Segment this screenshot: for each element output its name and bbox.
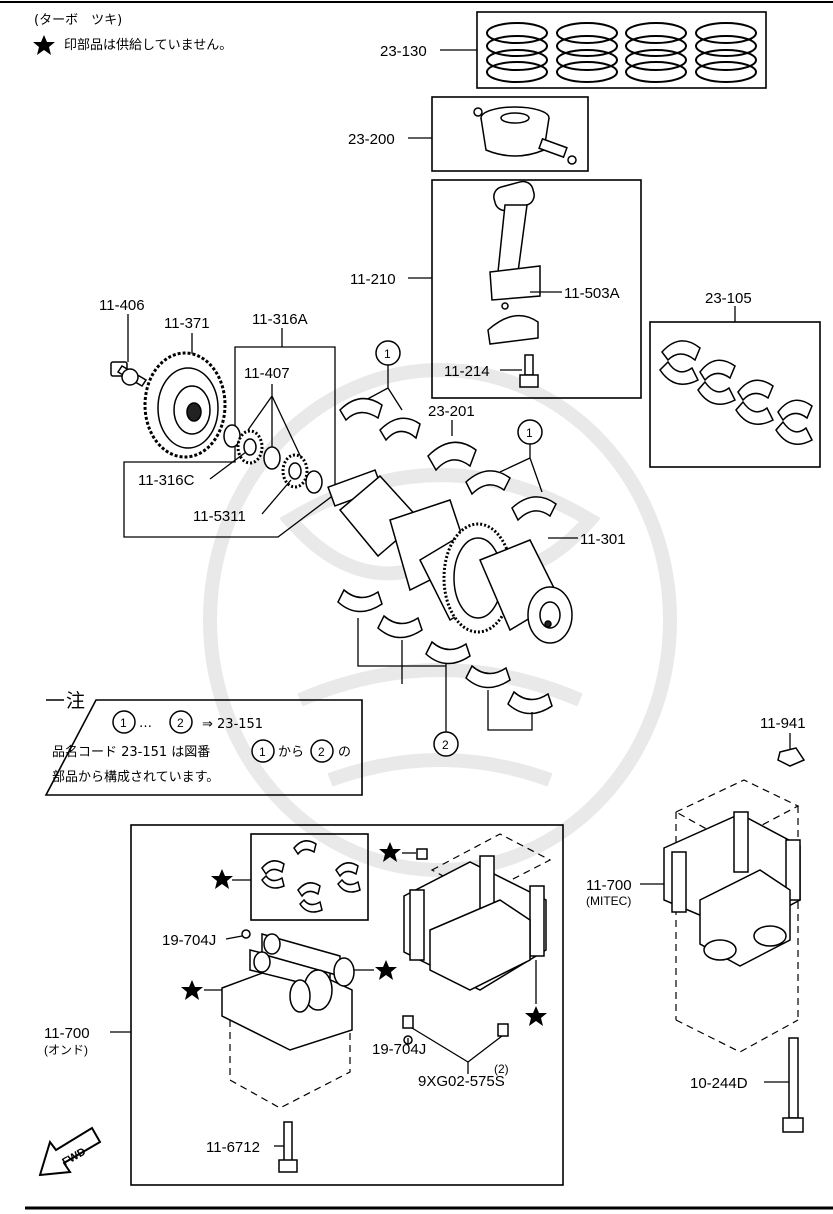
- balancer-shafts: [221, 933, 355, 1109]
- svg-text:1: 1: [259, 745, 266, 759]
- svg-text:注: 注: [66, 690, 85, 712]
- bearings-group: [649, 321, 821, 468]
- svg-text:…: …: [139, 716, 152, 731]
- piston-group: [431, 96, 589, 172]
- callout-11-700-mitec: 11-700: [586, 877, 632, 894]
- circle-number-icon: 1: [517, 419, 543, 445]
- fwd-arrow-icon: FWD: [38, 1126, 102, 1177]
- callout-19-704j-b: 19-704J: [372, 1041, 426, 1058]
- svg-text:2: 2: [442, 738, 449, 752]
- label-ond: (オンド): [44, 1043, 88, 1057]
- svg-text:2: 2: [177, 716, 184, 730]
- star-icon: [379, 842, 401, 862]
- callout-19-704j-a: 19-704J: [162, 932, 216, 949]
- gear-washers: [223, 424, 323, 494]
- long-bolt: [782, 1037, 804, 1133]
- star-icon: [211, 869, 233, 889]
- watermark-logo: [203, 363, 677, 877]
- nut: [777, 747, 806, 767]
- callout-11-406: 11-406: [99, 297, 145, 314]
- balancer-unit-box: [130, 824, 564, 1186]
- callout-11-210: 11-210: [350, 271, 396, 288]
- callout-11-316a: 11-316A: [252, 311, 308, 328]
- callout-11-214: 11-214: [444, 363, 490, 380]
- star-icon: [525, 1006, 547, 1026]
- callout-11-941: 11-941: [760, 715, 806, 732]
- connecting-rod-group: [431, 179, 642, 399]
- callout-11-301: 11-301: [580, 531, 626, 548]
- star-icon: [181, 980, 203, 1000]
- piston-rings-group: [476, 11, 767, 89]
- callout-23-201: 23-201: [428, 403, 475, 420]
- small-bolt: [278, 1121, 298, 1173]
- label-qty-2: (2): [494, 1062, 509, 1076]
- balancer-housing: [241, 833, 552, 1045]
- upper-bearing-shells-right: [465, 470, 557, 522]
- svg-text:2: 2: [318, 745, 325, 759]
- callout-11-5311: 11-5311: [193, 508, 246, 525]
- callout-23-105: 23-105: [705, 290, 752, 307]
- star-note: 印部品は供給していません。: [64, 38, 232, 53]
- circle-number-icon: 2: [433, 731, 459, 757]
- note-box: 注 1 … 2 ⇒ 23-151 品名コード 23-151 は図番 1 から 2…: [44, 690, 363, 796]
- svg-text:品名コード 23-151 は図番: 品名コード 23-151 は図番: [52, 744, 210, 760]
- svg-text:1: 1: [384, 347, 391, 361]
- balancer-unit-mitec: [663, 779, 801, 1053]
- callout-10-244d: 10-244D: [690, 1075, 748, 1092]
- callout-11-503a: 11-503A: [564, 285, 620, 302]
- svg-text:部品から構成されています。: 部品から構成されています。: [52, 770, 219, 785]
- callout-11-6712: 11-6712: [206, 1139, 260, 1156]
- lower-bearing-shells: [337, 588, 553, 715]
- callout-11-316c: 11-316C: [138, 472, 195, 489]
- bearings-small-box: [250, 833, 369, 921]
- thrust-bearing: [427, 441, 477, 472]
- svg-text:1: 1: [526, 426, 533, 440]
- callout-9xg02-575s: 9XG02-575S: [418, 1073, 505, 1090]
- svg-text:⇒ 23-151: ⇒ 23-151: [202, 717, 263, 732]
- upper-bearing-shells-left: [339, 397, 421, 442]
- callout-11-700-ond: 11-700: [44, 1025, 90, 1042]
- callout-11-407: 11-407: [244, 365, 290, 382]
- crankshaft: [327, 469, 573, 644]
- callout-23-200: 23-200: [348, 131, 395, 148]
- circle-number-icon: 1: [375, 340, 401, 366]
- callout-23-130: 23-130: [380, 43, 427, 60]
- svg-text:の: の: [338, 745, 351, 760]
- star-icon: [375, 960, 397, 980]
- callout-11-371: 11-371: [164, 315, 210, 332]
- pulley-bolt: [110, 361, 148, 388]
- svg-text:1: 1: [120, 716, 127, 730]
- label-mitec: (MITEC): [586, 894, 631, 908]
- star-icon: [33, 35, 55, 55]
- turbo-note: (ターボ ツキ): [34, 13, 122, 28]
- svg-text:から: から: [278, 745, 304, 760]
- crank-pulley: [143, 351, 227, 459]
